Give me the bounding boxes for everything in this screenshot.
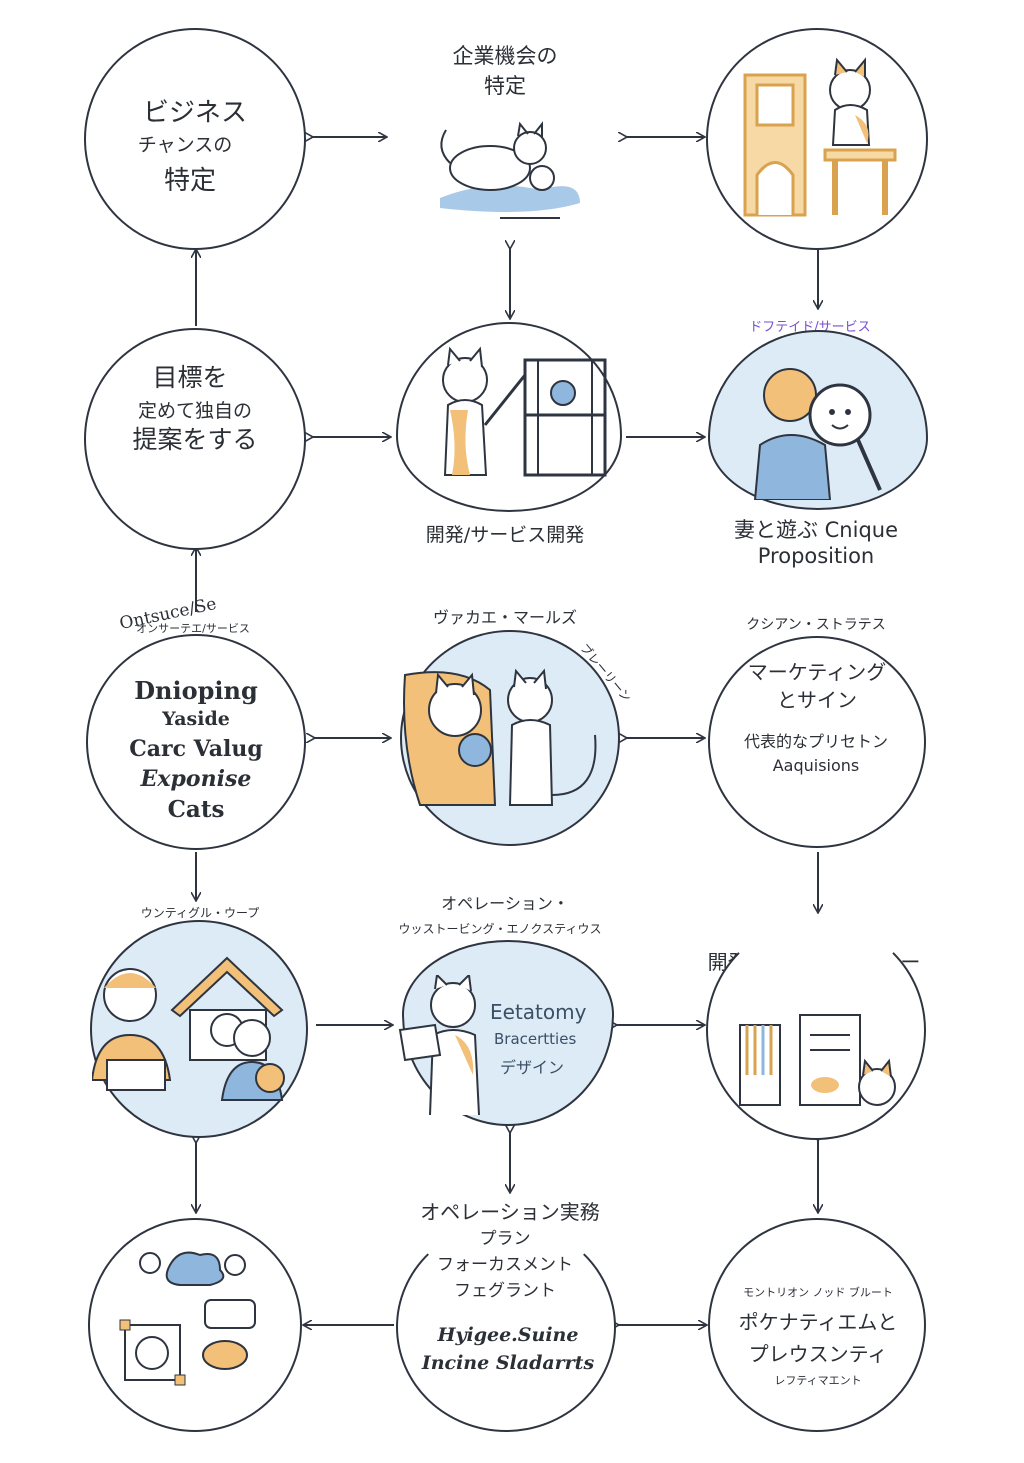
node-15-line-3: プレウスンティ <box>748 1342 888 1366</box>
cat-holding-paper-icon <box>395 975 495 1115</box>
node-7-line-3: Carc Valug <box>129 736 263 762</box>
cat-with-cage-icon <box>430 345 610 485</box>
node-2-caption-2: 特定 <box>484 74 526 98</box>
node-7-line-1: Dnioping <box>134 676 258 705</box>
node-6-caption-2: Proposition <box>757 544 875 568</box>
node-2-caption-1: 企業機会の <box>452 44 558 68</box>
node-9-line-3: 代表的なプリセトン <box>743 732 888 751</box>
node-6-caption-1: 妻と遊ぶ Cnique <box>733 518 899 542</box>
node-15-line-1: モントリオン ノッド ブルート <box>743 1286 893 1299</box>
cat-with-kitten-icon <box>430 108 590 228</box>
node-9-line-1: マーケティング <box>747 660 887 684</box>
node-7-line-5: Cats <box>167 796 225 823</box>
tools-and-ideas-icon <box>110 1245 280 1395</box>
node-14-line-1: Hyigee.Suine <box>437 1324 579 1346</box>
node-14-line-2: Incine Sladarrts <box>421 1352 595 1374</box>
node-monitoring <box>708 1218 926 1432</box>
node-15-line-4: レフティマエント <box>774 1374 862 1387</box>
node-14-top-label-1: オペレーション実務 <box>420 1200 600 1224</box>
node-11-line-1: Eetatomy <box>490 1000 587 1024</box>
cat-on-tower-icon <box>735 55 905 225</box>
node-5-caption: 開発/サービス開発 <box>425 524 585 546</box>
node-9-top-label: クシアン・ストラテス <box>746 617 886 633</box>
node-11-top-label-2: ウッストービング・エノクスティウス <box>398 922 602 936</box>
node-1-line-3: 特定 <box>163 166 216 196</box>
node-9-line-4: Aaquisions <box>772 756 860 775</box>
node-8-top-label: ヴァカエ・マールズ <box>432 608 577 627</box>
node-1-line-1: ビジネス <box>142 98 247 128</box>
node-7-line-2: Yaside <box>162 708 230 730</box>
node-11-top-label-1: オペレーション・ <box>441 894 569 913</box>
node-4-line-2: 定めて独自の <box>137 400 252 422</box>
node-operations <box>396 1222 616 1432</box>
workstation-cat-icon <box>735 995 905 1115</box>
node-cat-tower <box>706 28 928 250</box>
node-14-top-label-3: フォーカスメント <box>437 1255 573 1275</box>
cat-family-icon <box>400 665 610 815</box>
node-15-line-2: ポケナティエムと <box>738 1310 898 1334</box>
node-9-line-2: とサイン <box>777 688 857 712</box>
node-7-line-4: Exponise <box>140 766 252 792</box>
node-4-line-3: 提案をする <box>132 425 258 454</box>
person-with-magnifier-icon <box>740 350 910 500</box>
node-7-top-label-small: オンサーテエ/サービス <box>136 622 250 635</box>
node-1-line-2: チャンスの <box>137 134 233 156</box>
node-11-line-2: Bracertties <box>494 1030 577 1048</box>
node-development <box>396 322 622 512</box>
node-10-top-label: ウンティグル・ウープ <box>140 906 260 920</box>
node-11-line-3: デザイン <box>500 1058 565 1077</box>
node-14-top-label-4: フェグラント <box>454 1281 556 1301</box>
people-and-house-icon <box>92 950 302 1110</box>
node-14-top-label-2: プラン <box>479 1229 531 1249</box>
node-business-opportunity <box>84 28 306 250</box>
node-marketing <box>708 636 926 848</box>
node-care-value <box>86 634 306 850</box>
node-4-line-1: 目標を <box>152 363 228 392</box>
node-set-goals <box>84 328 306 550</box>
